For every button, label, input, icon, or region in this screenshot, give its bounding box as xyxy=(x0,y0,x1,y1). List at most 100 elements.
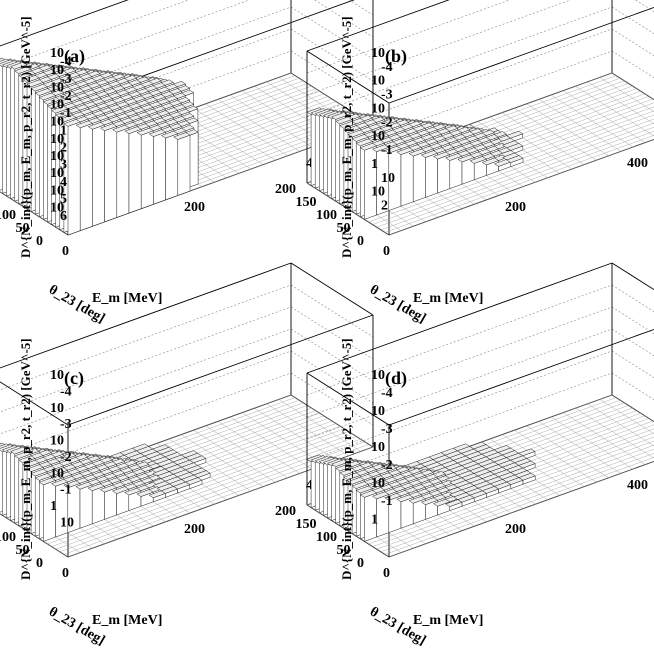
y-tick-label: 50 xyxy=(16,543,30,558)
z-tick-label: -1 xyxy=(60,106,72,121)
floor-cell-line xyxy=(376,448,654,550)
box-edge xyxy=(388,328,654,426)
z-tick-label: 10 xyxy=(50,401,64,416)
box-edge xyxy=(67,314,374,426)
grid-line xyxy=(0,306,292,413)
y-tick-label: 0 xyxy=(357,556,364,571)
grid-line xyxy=(290,50,374,104)
z-tick-label: 10 xyxy=(50,98,64,113)
box-edge xyxy=(306,0,450,52)
z-axis-title: D^{N_int}(p_m, E_m, p_r2, t_r2) [GeV^-5] xyxy=(339,16,354,258)
z-tick-label: 1 xyxy=(60,123,67,138)
lego-bar-top xyxy=(22,75,40,83)
lego-bar-top xyxy=(26,79,44,88)
lego-bar-top xyxy=(136,489,154,497)
z-tick-label: 10 xyxy=(60,516,74,531)
z-tick-label: 10 xyxy=(50,434,64,449)
lego-bar-top xyxy=(51,105,69,114)
lego-bar-top xyxy=(335,116,353,125)
y-tick-label: 0 xyxy=(36,234,43,249)
grid-line xyxy=(611,50,654,78)
lego-bar-top xyxy=(371,144,390,153)
z-tick-label: -1 xyxy=(381,143,393,158)
lego-bar-top xyxy=(173,132,191,140)
floor-cell-line xyxy=(368,440,654,545)
grid-line xyxy=(611,28,654,56)
z-tick-label: 10 xyxy=(371,440,385,455)
grid-line xyxy=(611,284,654,312)
x-tick-label: 200 xyxy=(505,200,526,215)
y-tick-label: 50 xyxy=(337,221,351,236)
z-tick-label: -1 xyxy=(381,494,393,509)
lego-bar-top xyxy=(38,477,57,486)
z-tick-label: 1 xyxy=(371,157,378,172)
z-tick-label: 2 xyxy=(60,140,67,155)
grid-line xyxy=(290,350,374,404)
y-tick-label: 0 xyxy=(36,556,43,571)
z-tick-label: 10 xyxy=(381,171,395,186)
lego-bar-top xyxy=(335,463,353,472)
box-edge xyxy=(306,372,390,426)
z-tick-label: 10 xyxy=(371,46,385,61)
box-edge xyxy=(0,381,69,426)
lego-bar-top xyxy=(408,495,426,504)
floor-cell-line xyxy=(599,77,654,113)
lego-bar-top xyxy=(331,112,349,120)
lego-bar-top xyxy=(445,153,463,161)
box-edge xyxy=(611,262,654,291)
box-edge xyxy=(306,262,613,374)
lego-bar-top xyxy=(420,150,439,158)
x-tick-label: 200 xyxy=(184,522,205,537)
box-edge xyxy=(306,50,390,104)
y-tick-label: 200 xyxy=(275,504,296,519)
panel-label: (d) xyxy=(385,368,407,389)
grid-line xyxy=(0,328,292,435)
z-tick-label: 10 xyxy=(50,63,64,78)
lego-bar-top xyxy=(505,130,524,139)
z-tick-label: 3 xyxy=(60,158,67,173)
x-tick-label: 0 xyxy=(383,566,390,581)
floor-cell-line xyxy=(388,461,654,558)
x-axis-title: E_m [MeV] xyxy=(92,613,162,628)
lego-bar-top xyxy=(99,484,118,493)
x-axis-title: E_m [MeV] xyxy=(92,291,162,306)
lego-bar-top xyxy=(10,446,28,455)
floor-cell-line xyxy=(372,444,654,547)
grid-line xyxy=(611,350,654,378)
z-tick-label: 10 xyxy=(371,185,385,200)
z-tick-label: 10 xyxy=(371,101,385,116)
lego-bar-top xyxy=(469,156,487,164)
x-tick-label: 200 xyxy=(505,522,526,537)
grid-line xyxy=(290,6,374,60)
y-tick-label: 50 xyxy=(16,221,30,236)
lego-bar-top xyxy=(518,448,536,457)
lego-bar-top xyxy=(518,472,536,481)
z-tick-label: -2 xyxy=(381,458,393,473)
grid-line xyxy=(290,372,374,426)
lego-bar-top xyxy=(124,487,142,496)
lego-bar-top xyxy=(351,134,369,142)
y-tick-label: 100 xyxy=(316,208,337,223)
floor-cell-line xyxy=(388,139,654,236)
lego-bar xyxy=(425,152,438,198)
z-tick-label: -4 xyxy=(60,55,72,70)
lego-bar-top xyxy=(111,486,130,494)
box-edge xyxy=(388,6,654,104)
z-tick-label: 10 xyxy=(371,74,385,89)
lego-bar-top xyxy=(518,460,536,469)
grid-line xyxy=(290,284,374,338)
lego-bar xyxy=(79,484,93,529)
lego-bar-top xyxy=(136,127,154,136)
y-tick-label: 50 xyxy=(337,543,351,558)
lego-bar-top xyxy=(30,83,48,92)
z-tick-label: -4 xyxy=(381,386,393,401)
z-tick-label: -2 xyxy=(60,89,72,104)
y-tick-label: 100 xyxy=(316,530,337,545)
z-tick-label: 10 xyxy=(50,149,64,164)
lego-bar xyxy=(128,128,142,214)
floor-cell-line xyxy=(372,122,654,225)
lego-bar-top xyxy=(34,88,53,96)
panel-label: (a) xyxy=(64,46,85,67)
lego-bar-top xyxy=(75,481,93,490)
floor-cell-line xyxy=(384,457,654,555)
